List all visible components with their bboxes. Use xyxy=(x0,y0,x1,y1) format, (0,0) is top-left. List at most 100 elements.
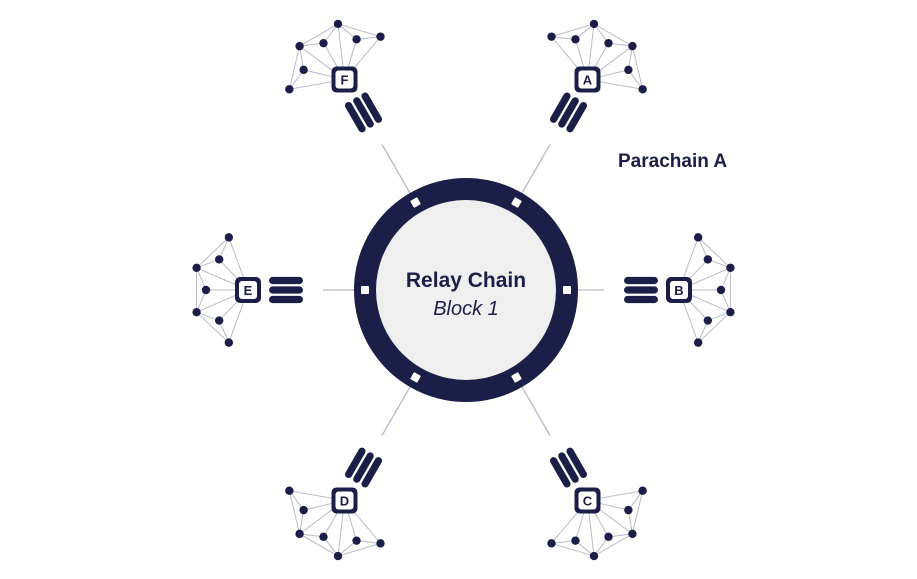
parachain-a-node xyxy=(638,85,647,94)
parachain-d-node xyxy=(319,532,328,542)
parachain-e-edge xyxy=(196,237,230,269)
parachain-e-node xyxy=(192,263,201,273)
parachain-e-node xyxy=(214,316,224,325)
parachain-b-square-inner xyxy=(670,281,688,299)
link-d xyxy=(381,386,411,436)
parachain-c-edge xyxy=(593,533,633,557)
parachain-e: E xyxy=(192,233,303,347)
parachain-a-label: Parachain A xyxy=(618,151,727,172)
parachain-c-letter: C xyxy=(583,493,593,508)
parachain-d-square-inner xyxy=(335,491,354,510)
parachain-e-node xyxy=(214,255,224,264)
parachain-b-node xyxy=(693,233,703,242)
parachain-d-edge xyxy=(299,533,339,557)
parachain-e-node xyxy=(224,338,234,347)
parachain-a-bar xyxy=(566,102,588,133)
parachain-d-node xyxy=(352,536,361,545)
ring-port-c xyxy=(511,372,522,383)
parachain-b-bar xyxy=(624,295,658,304)
parachain-a-bar xyxy=(549,92,571,123)
parachain-f-node xyxy=(376,32,385,41)
parachain-b: B xyxy=(624,233,735,347)
relay-chain-title: Relay Chain xyxy=(406,269,526,292)
ring-port-b xyxy=(563,286,571,294)
parachain-c-node xyxy=(628,529,637,539)
parachain-c-edge xyxy=(551,542,595,557)
parachain-f-node xyxy=(333,19,343,29)
relay-chain-ring xyxy=(354,178,578,402)
parachain-c-bar xyxy=(549,457,571,488)
parachain-c-edge xyxy=(631,490,644,535)
parachain-a-edge xyxy=(631,45,644,90)
parachain-b-node xyxy=(716,285,726,295)
parachain-f-bar xyxy=(344,102,366,133)
parachain-e-bar xyxy=(269,276,303,285)
relay-core xyxy=(376,200,556,380)
parachain-a-letter: A xyxy=(583,73,593,88)
parachain-e-bar xyxy=(269,295,303,304)
parachain-f-node xyxy=(352,35,361,44)
parachain-b-bar xyxy=(624,286,658,294)
parachain-a-edge xyxy=(593,23,633,47)
parachain-d-letter: D xyxy=(340,493,349,508)
parachain-f-node xyxy=(295,41,304,51)
parachain-d-node xyxy=(299,505,308,515)
parachain-f-bar xyxy=(361,92,383,123)
ring-port-a xyxy=(511,197,522,208)
parachain-c-node xyxy=(604,532,613,542)
parachain-b-node xyxy=(703,255,713,264)
parachain-d-bar xyxy=(344,447,366,478)
parachain-c-node xyxy=(638,486,647,495)
parachain-f-edge xyxy=(299,23,339,47)
parachain-a-edge xyxy=(551,23,595,38)
parachain-b-edge xyxy=(697,237,731,269)
parachain-e-letter: E xyxy=(244,283,253,298)
parachain-c-node xyxy=(589,551,599,561)
parachain-f-letter: F xyxy=(341,73,349,88)
parachain-f-bar xyxy=(353,97,374,128)
relay-links xyxy=(323,144,604,436)
parachain-d: D xyxy=(285,447,385,561)
ring-port-e xyxy=(361,286,369,294)
parachain-d-edge xyxy=(288,490,301,535)
parachain-c-node xyxy=(547,539,556,548)
parachain-a-node xyxy=(628,41,637,51)
parachain-d-node xyxy=(376,539,385,548)
parachain-b-letter: B xyxy=(674,283,683,298)
parachain-c: C xyxy=(547,447,647,561)
parachain-b-node xyxy=(693,338,703,347)
parachain-d-bar xyxy=(353,452,374,483)
link-c xyxy=(521,386,551,436)
parachain-f: F xyxy=(285,19,385,133)
parachain-b-node xyxy=(703,316,713,325)
parachain-f-edge xyxy=(288,45,301,90)
parachain-a: A xyxy=(547,19,647,133)
parachain-b-bar xyxy=(624,276,658,285)
parachain-e-edge xyxy=(196,311,230,343)
parachain-a-square-inner xyxy=(578,70,597,89)
parachain-d-edge xyxy=(337,542,381,557)
parachain-f-edge xyxy=(337,23,381,38)
parachain-c-square-inner xyxy=(578,491,597,510)
parachain-d-node xyxy=(295,529,304,539)
ring-port-d xyxy=(410,372,421,383)
parachain-d-node xyxy=(333,551,343,561)
parachain-f-node xyxy=(319,38,328,48)
parachain-e-node xyxy=(201,285,211,295)
parachain-b-node xyxy=(726,263,735,273)
parachain-f-node xyxy=(285,85,294,94)
parachain-e-bar xyxy=(269,286,303,294)
parachain-a-node xyxy=(624,65,633,75)
parachain-c-bar xyxy=(566,447,588,478)
parachain-a-node xyxy=(547,32,556,41)
parachain-f-node xyxy=(299,65,308,75)
parachain-b-edge xyxy=(697,311,731,343)
parachain-e-square-inner xyxy=(239,281,257,299)
parachain-c-node xyxy=(571,536,580,545)
parachain-d-node xyxy=(285,486,294,495)
parachain-d-bar xyxy=(361,457,383,488)
parachain-c-node xyxy=(624,505,633,515)
relay-ring-ports xyxy=(361,197,571,383)
parachain-a-node xyxy=(604,38,613,48)
ring-port-f xyxy=(410,197,421,208)
